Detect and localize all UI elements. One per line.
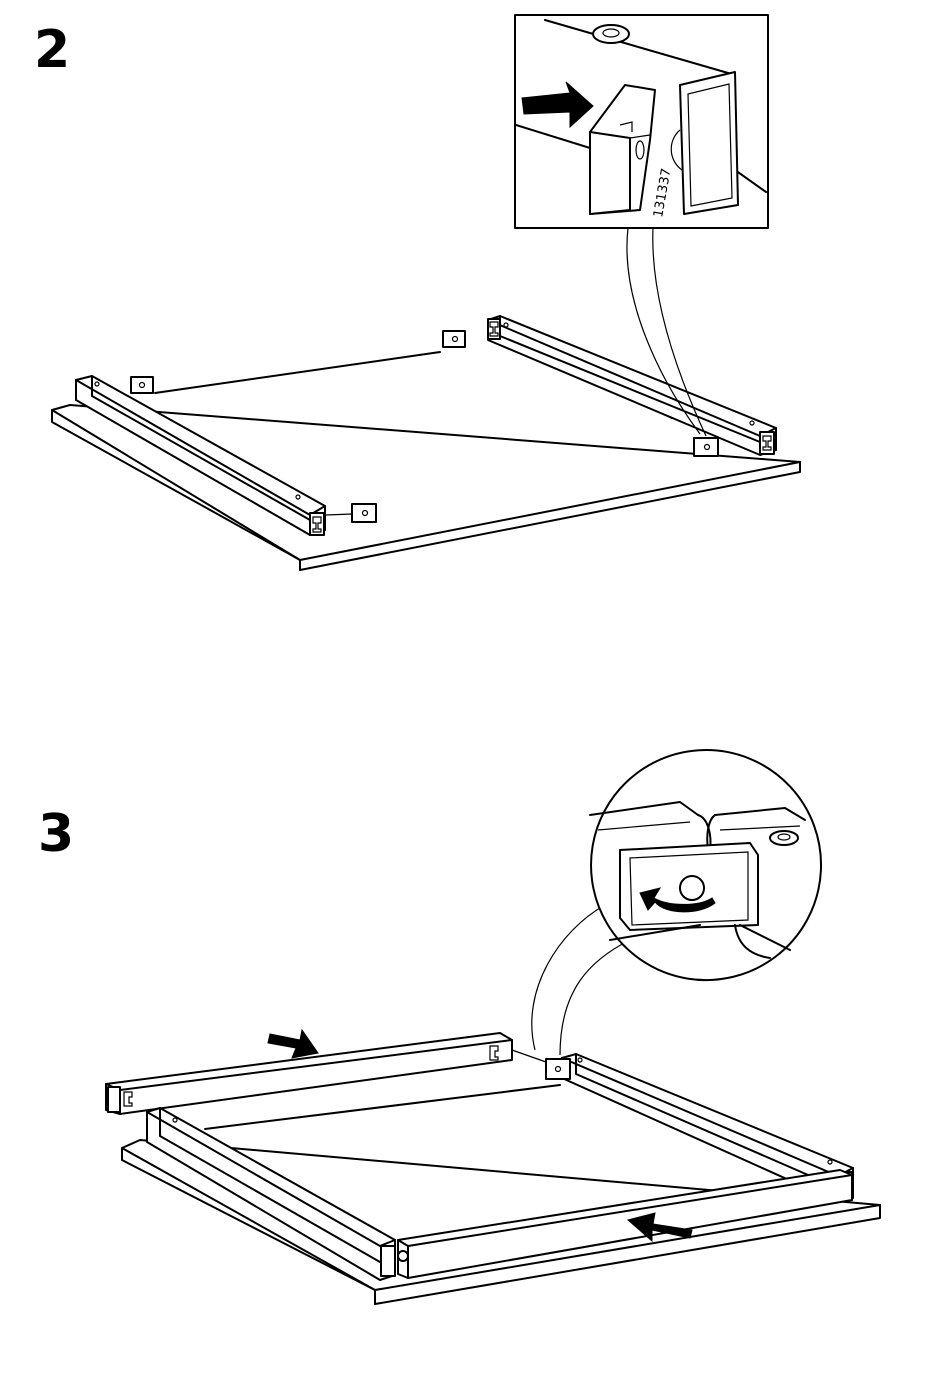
step2-bracket (131, 377, 153, 393)
step3-callout-leader (532, 905, 605, 1050)
step2-right-rail (488, 316, 776, 455)
step2-back-edge (155, 352, 440, 393)
step3-guide-line (512, 1050, 546, 1062)
step-2-illustration: 131337 (52, 15, 800, 570)
step3-callout-leader (560, 940, 630, 1055)
step3-detail-callout (590, 750, 821, 980)
step3-bracket (546, 1059, 570, 1079)
step2-bracket (443, 331, 465, 347)
step2-bracket (694, 438, 718, 456)
push-arrow-icon (268, 1030, 318, 1058)
step2-detail-callout: 131337 (515, 15, 768, 228)
step-3-illustration (106, 750, 880, 1304)
step2-bracket (352, 504, 376, 522)
